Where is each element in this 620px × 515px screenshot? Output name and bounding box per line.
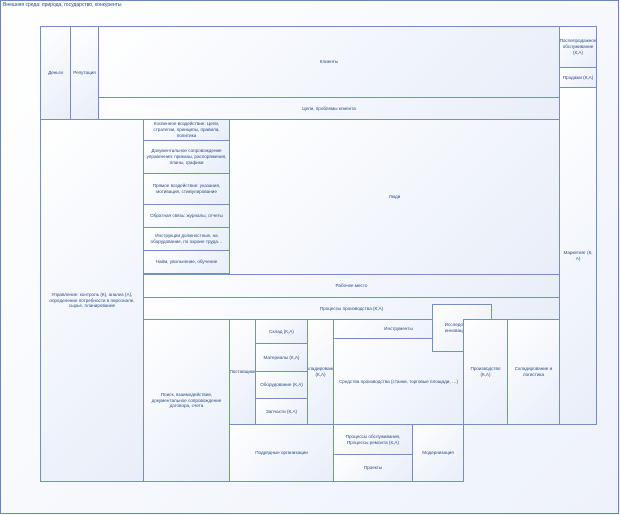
spare-parts-block: Запчасти (К,А) xyxy=(255,398,308,425)
after-sales-block: Послепродажное обслуживание (К,А) xyxy=(559,26,597,68)
warehouse-block: Склад (К,А) xyxy=(255,319,308,344)
contractors-block: Подрядные организации xyxy=(229,424,334,482)
projects-block: Проекты xyxy=(333,454,413,482)
search-contracts-block: Поиск, взаимодействие, документальное со… xyxy=(143,319,230,482)
feedback-block: Обратная связь: журналы, отчеты xyxy=(143,204,230,228)
means-of-production-block: Средства производства (станки, торговые … xyxy=(333,338,464,425)
money-block: Деньги xyxy=(40,26,71,120)
sales-block: Продажи (К,А) xyxy=(559,67,597,88)
instructions-block: Инструкции должностные, на оборудование,… xyxy=(143,227,230,251)
people-block: Люди xyxy=(229,119,560,275)
service-processes-block: Процессы обслуживания, Процессы ремонта … xyxy=(333,424,413,455)
storage-block: Складирование (К,А) xyxy=(307,319,334,425)
marketing-block: Маркетинг (К, А) xyxy=(559,87,597,425)
equipment-block: Оборудование (К,А) xyxy=(255,371,308,399)
goals-problems-block: Цели, проблемы клиента xyxy=(98,97,560,120)
materials-block: Материалы (К,А) xyxy=(255,343,308,372)
hiring-block: Найм, увольнение, обучение xyxy=(143,250,230,274)
production-block: Производство (К,А) xyxy=(463,319,508,425)
reputation-block: Репутация xyxy=(70,26,99,120)
management-block: Управление: контроль (К), анализ (А), оп… xyxy=(40,119,144,482)
modernization-block: Модернизация xyxy=(412,424,464,482)
direct-influence-block: Прямое воздействие: указания, мотивация,… xyxy=(143,173,230,205)
documentary-support-block: Документальное сопровождение управления:… xyxy=(143,140,230,174)
workplace-block: Рабочее место xyxy=(143,274,560,298)
warehousing-logistics-block: Складирование и логистика xyxy=(507,319,560,425)
outer-environment-title: Внешняя среда: природа, государство, кон… xyxy=(3,2,122,8)
clients-block: Клиенты xyxy=(98,26,560,98)
cultural-influence-block: Косвенное воздействие: Цели, стратегии, … xyxy=(143,119,230,141)
production-processes-block: Процессы производства (К,А) xyxy=(143,297,560,320)
suppliers-block: Поставщики xyxy=(229,319,256,425)
